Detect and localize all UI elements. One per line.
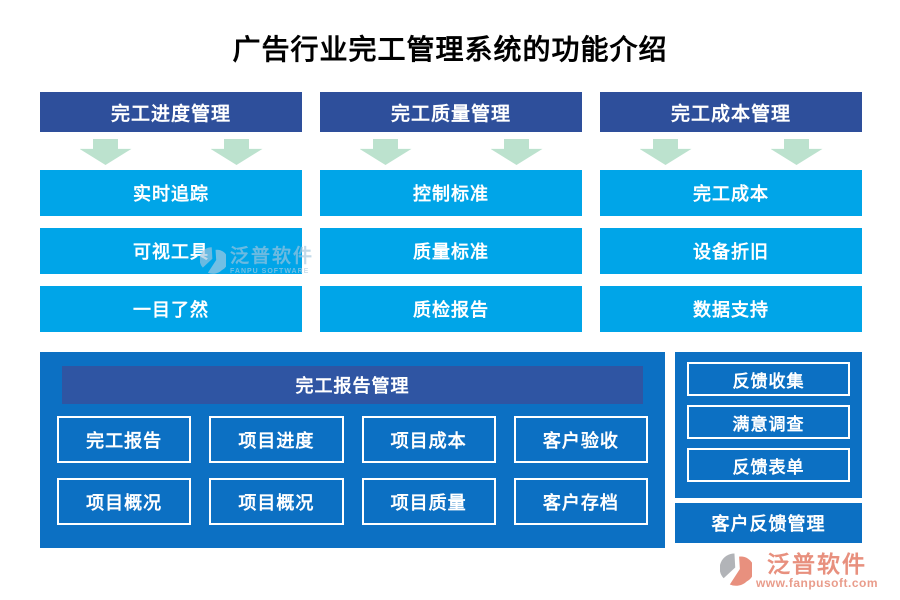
down-arrow-icon (490, 139, 543, 165)
feature-box-realtime-tracking: 实时追踪 (40, 170, 302, 216)
arrow-row (320, 132, 582, 170)
feedback-button-satisfaction-survey: 满意调查 (687, 405, 850, 439)
feature-box-quality-standard: 质量标准 (320, 228, 582, 274)
fanpu-logo: 泛普软件 www.fanpusoft.com (719, 552, 878, 590)
report-button-project-overview-1: 项目概况 (57, 478, 192, 525)
feature-box-completion-cost: 完工成本 (600, 170, 862, 216)
report-panel: 完工报告管理 完工报告 项目进度 项目成本 客户验收 项目概况 项目概况 项目质… (40, 352, 665, 548)
report-button-grid: 完工报告 项目进度 项目成本 客户验收 项目概况 项目概况 项目质量 客户存档 (57, 416, 648, 525)
feature-box-visual-tools: 可视工具 (40, 228, 302, 274)
feedback-button-collection: 反馈收集 (687, 362, 850, 396)
down-arrow-icon (770, 139, 823, 165)
report-button-completion-report: 完工报告 (57, 416, 192, 463)
logo-company-name: 泛普软件 (766, 551, 867, 577)
column-cost: 完工成本管理 完工成本 设备折旧 数据支持 (600, 92, 862, 344)
feedback-panel: 反馈收集 满意调查 反馈表单 (675, 352, 862, 498)
feature-box-inspection-report: 质检报告 (320, 286, 582, 332)
column-cost-header: 完工成本管理 (600, 92, 862, 132)
down-arrow-icon (359, 139, 412, 165)
report-button-customer-archive: 客户存档 (513, 478, 648, 525)
feature-box-at-a-glance: 一目了然 (40, 286, 302, 332)
column-progress-header: 完工进度管理 (40, 92, 302, 132)
column-quality-header: 完工质量管理 (320, 92, 582, 132)
feature-box-control-standard: 控制标准 (320, 170, 582, 216)
report-button-customer-acceptance: 客户验收 (513, 416, 648, 463)
logo-website-url: www.fanpusoft.com (755, 576, 878, 590)
feedback-button-feedback-form: 反馈表单 (687, 448, 850, 482)
page-title: 广告行业完工管理系统的功能介绍 (232, 34, 668, 65)
report-button-project-cost: 项目成本 (361, 416, 496, 463)
customer-feedback-management-box: 客户反馈管理 (675, 503, 862, 543)
logo-text: 泛普软件 www.fanpusoft.com (756, 552, 878, 590)
down-arrow-icon (79, 139, 132, 165)
arrow-row (600, 132, 862, 170)
report-button-project-overview-2: 项目概况 (209, 478, 344, 525)
down-arrow-icon (210, 139, 263, 165)
report-panel-header: 完工报告管理 (62, 366, 643, 404)
fanpu-logo-icon (719, 553, 752, 586)
down-arrow-icon (639, 139, 692, 165)
feature-box-equipment-depreciation: 设备折旧 (600, 228, 862, 274)
arrow-row (40, 132, 302, 170)
report-button-project-quality: 项目质量 (361, 478, 496, 525)
column-quality: 完工质量管理 控制标准 质量标准 质检报告 (320, 92, 582, 344)
report-button-project-progress: 项目进度 (209, 416, 344, 463)
feature-box-data-support: 数据支持 (600, 286, 862, 332)
column-progress: 完工进度管理 实时追踪 可视工具 一目了然 (40, 92, 302, 344)
